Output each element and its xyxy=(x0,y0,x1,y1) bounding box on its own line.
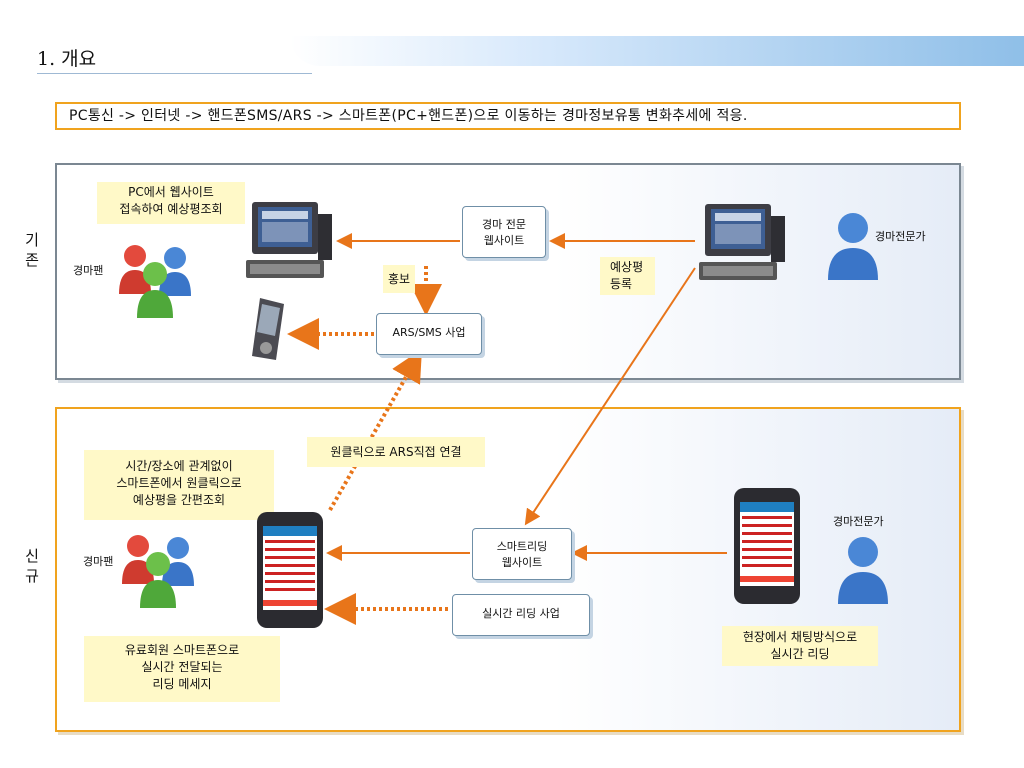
computer-icon xyxy=(699,204,785,280)
person-icon xyxy=(838,537,888,604)
people-icon xyxy=(119,245,191,318)
smartphone-icon xyxy=(734,488,800,604)
realtime-box: 실시간 리딩 사업 xyxy=(452,594,590,636)
side-label-existing: 기존 xyxy=(22,230,42,270)
new-expert-label: 경마전문가 xyxy=(833,515,884,528)
arssms-box: ARS/SMS 사업 xyxy=(376,313,482,355)
existing-note: PC에서 웹사이트 접속하여 예상평조회 xyxy=(97,182,245,224)
member-note: 유료회원 스마트폰으로 실시간 전달되는 리딩 메세지 xyxy=(84,636,280,702)
side-label-new-text: 신규 xyxy=(25,547,39,585)
existing-expert-label: 경마전문가 xyxy=(875,230,926,243)
smart-website-box: 스마트리딩 웹사이트 xyxy=(472,528,572,580)
flip-phone-icon xyxy=(252,298,284,360)
people-icon xyxy=(122,535,194,608)
website-box: 경마 전문 웹사이트 xyxy=(462,206,546,258)
page-title: 1. 개요 xyxy=(37,48,97,70)
smartphone-icon xyxy=(257,512,323,628)
oneclick-label: 원클릭으로 ARS직접 연결 xyxy=(307,437,485,467)
promo-label: 홍보 xyxy=(383,265,415,293)
person-icon xyxy=(828,213,878,280)
register-label: 예상평 등록 xyxy=(600,257,655,295)
arrow-expert-to-smart xyxy=(524,267,696,526)
side-label-existing-text: 기존 xyxy=(25,231,39,269)
title-underline xyxy=(37,73,312,74)
chat-note: 현장에서 채팅방식으로 실시간 리딩 xyxy=(722,626,878,666)
title-banner xyxy=(290,36,1024,66)
side-label-new: 신규 xyxy=(22,546,42,586)
new-fan-label: 경마팬 xyxy=(83,555,114,568)
arrow-oneclick-ars xyxy=(328,349,422,511)
new-note-top: 시간/장소에 관계없이 스마트폰에서 원클릭으로 예상평을 간편조회 xyxy=(84,450,274,520)
existing-fan-label: 경마팬 xyxy=(73,264,104,277)
summary-box: PC통신 -> 인터넷 -> 핸드폰SMS/ARS -> 스마트폰(PC+핸드폰… xyxy=(55,102,961,130)
computer-icon xyxy=(246,202,332,278)
